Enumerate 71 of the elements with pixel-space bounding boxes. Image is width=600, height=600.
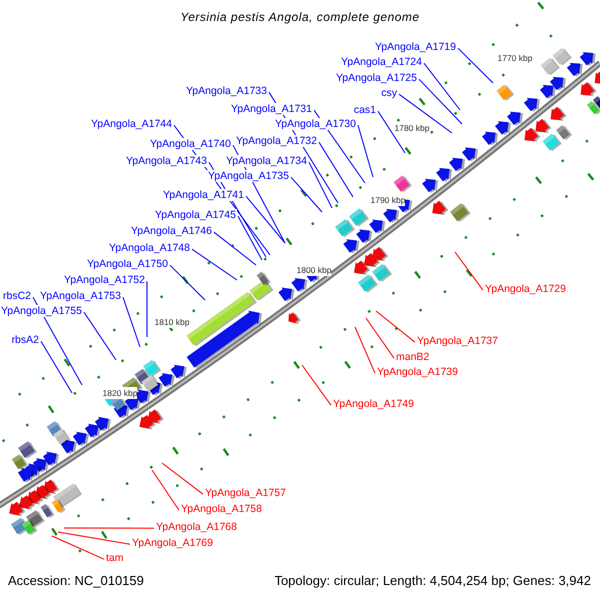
leader-line xyxy=(192,248,238,280)
gene-label: YpAngola_A1725 xyxy=(335,72,418,84)
gene-label: YpAngola_A1730 xyxy=(274,118,357,130)
genome-summary-text: Topology: circular; Length: 4,504,254 bp; Genes: 3,942 xyxy=(274,575,591,587)
leader-line xyxy=(84,312,116,360)
leader-line xyxy=(238,216,262,260)
gene-label: manB2 xyxy=(395,351,430,363)
leader-line xyxy=(170,264,206,300)
leader-line xyxy=(376,310,416,343)
diagram-title: Yersinia pestis Angola, complete genome xyxy=(179,11,421,23)
scale-label: 1780 kbp xyxy=(394,122,430,134)
leader-line xyxy=(358,124,374,178)
leader-line xyxy=(378,110,406,154)
leader-line xyxy=(32,296,82,386)
leader-line xyxy=(146,280,148,338)
gene-label: YpAngola_A1748 xyxy=(108,242,191,254)
gene-label: YpAngola_A1743 xyxy=(125,155,208,167)
leader-line xyxy=(64,528,154,529)
leader-line xyxy=(366,318,394,359)
leader-line xyxy=(58,532,130,545)
gene-label: YpAngola_A1732 xyxy=(235,135,318,147)
gene-label: YpAngola_A1731 xyxy=(230,103,313,115)
leader-line xyxy=(246,196,286,244)
leader-line xyxy=(40,340,72,394)
leader-line xyxy=(398,94,452,134)
leader-line xyxy=(302,364,332,406)
gene-label: YpAngola_A1744 xyxy=(90,118,173,130)
leader-line xyxy=(152,470,180,511)
leader-line xyxy=(318,142,354,198)
gene-label: YpAngola_A1746 xyxy=(130,225,213,237)
scale-label: 1790 kbp xyxy=(370,194,406,206)
gene-label: YpAngola_A1737 xyxy=(416,335,499,347)
gene-label: YpAngola_A1734 xyxy=(225,155,308,167)
gene-label: tam xyxy=(105,552,125,564)
gene-label: YpAngola_A1752 xyxy=(63,274,146,286)
leader-line xyxy=(424,62,460,110)
gene-label: rbsC2 xyxy=(2,290,32,302)
leader-line xyxy=(52,536,104,560)
gene-label: YpAngola_A1758 xyxy=(180,503,263,515)
scale-label: 1800 kbp xyxy=(296,264,332,276)
leader-line xyxy=(122,296,140,348)
gene-label: YpAngola_A1750 xyxy=(86,258,169,270)
leader-line xyxy=(418,78,462,124)
leader-line xyxy=(458,48,494,84)
gene-label: YpAngola_A1755 xyxy=(0,305,83,317)
gene-label: YpAngola_A1724 xyxy=(340,56,423,68)
gene-label: cas1 xyxy=(352,104,377,116)
leader-line xyxy=(290,176,322,212)
gene-label: YpAngola_A1741 xyxy=(162,189,245,201)
leader-line xyxy=(308,162,332,208)
gene-label: YpAngola_A1768 xyxy=(155,521,238,533)
gene-label: YpAngola_A1733 xyxy=(185,85,268,97)
gene-label: YpAngola_A1735 xyxy=(207,170,290,182)
gene-label: YpAngola_A1769 xyxy=(131,537,214,549)
gene-label: YpAngola_A1739 xyxy=(376,366,459,378)
gene-label: YpAngola_A1729 xyxy=(484,283,567,295)
gene-label: YpAngola_A1719 xyxy=(374,41,457,53)
gene-label: csy xyxy=(380,87,398,99)
accession-text: Accession: NC_010159 xyxy=(8,575,144,587)
leader-line xyxy=(454,252,484,291)
leader-line xyxy=(214,232,256,266)
leader-line xyxy=(354,326,376,374)
scale-label: 1770 kbp xyxy=(498,52,532,64)
gene-label: YpAngola_A1757 xyxy=(204,487,287,499)
gene-label: YpAngola_A1740 xyxy=(149,138,232,150)
leader-line xyxy=(162,462,204,495)
gene-label: YpAngola_A1745 xyxy=(154,209,237,221)
gene-label: YpAngola_A1749 xyxy=(332,398,415,410)
gene-label: rbsA2 xyxy=(10,334,40,346)
scale-label: 1810 kbp xyxy=(154,316,190,328)
gene-label: YpAngola_A1753 xyxy=(39,290,122,302)
